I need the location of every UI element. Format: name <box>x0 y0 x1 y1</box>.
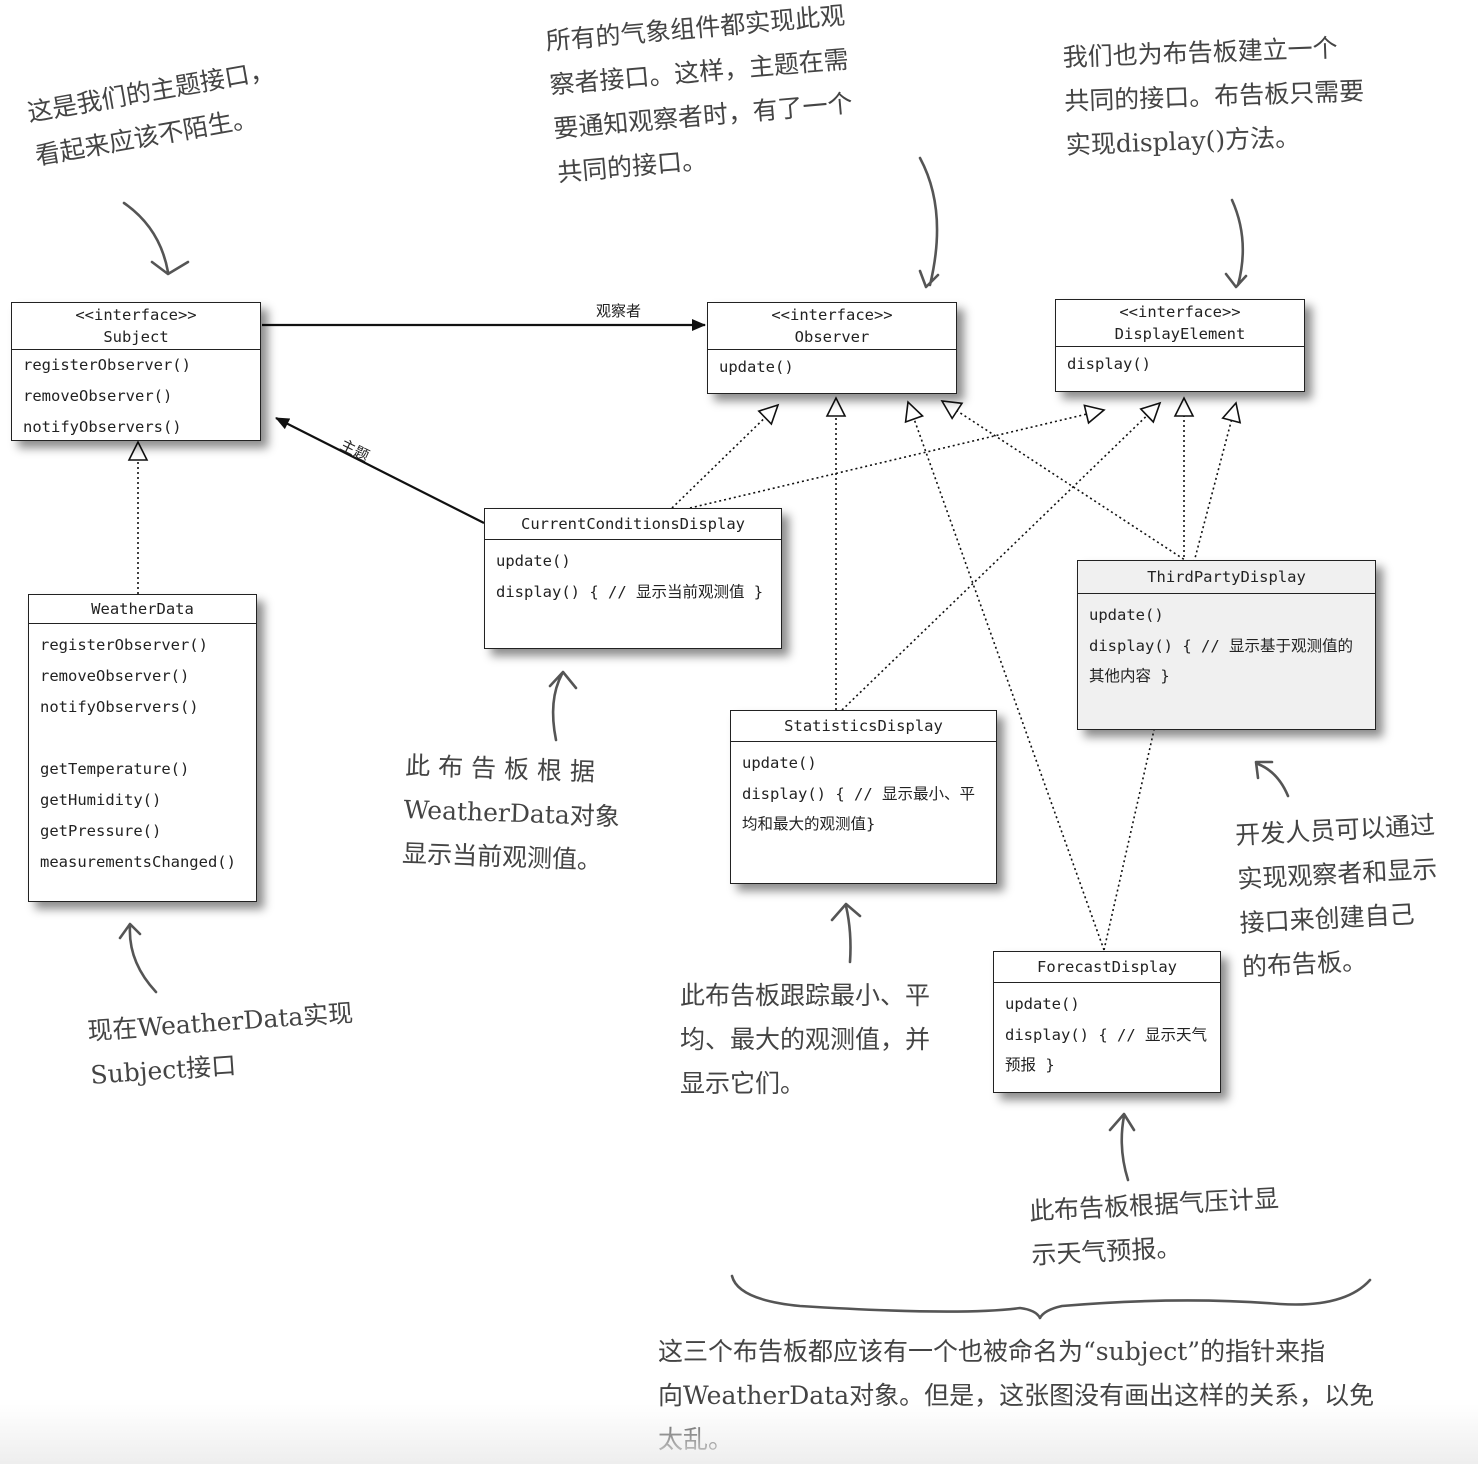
operation: update() <box>1005 995 1080 1013</box>
statistics-header: StatisticsDisplay <box>731 711 996 742</box>
pointer-arrow-subject <box>122 201 190 276</box>
operation: registerObserver() <box>40 636 208 654</box>
statistics-class-box: StatisticsDisplay update() display() { /… <box>730 710 997 884</box>
pointer-arrow-statistics <box>830 902 862 964</box>
forecast-header: ForecastDisplay <box>994 952 1220 983</box>
class-name: Subject <box>103 328 169 346</box>
currentconditions-class-box: CurrentConditionsDisplay update() displa… <box>484 508 782 649</box>
note-thirdparty: 开发人员可以通过 实现观察者和显示 接口来创建自己 的布告板。 <box>1234 804 1443 990</box>
operation: getTemperature() <box>40 760 190 778</box>
note-weatherdata: 现在WeatherData实现 Subject接口 <box>86 991 358 1097</box>
pointer-arrow-weatherdata <box>118 922 158 994</box>
class-name: ForecastDisplay <box>1037 958 1177 976</box>
displayelement-header: <<interface>> DisplayElement <box>1056 300 1304 347</box>
observers-edge-label: 观察者 <box>596 302 642 320</box>
thirdparty-realizes-observer <box>940 400 1189 563</box>
note-current: 此 布 告 板 根 据 WeatherData对象 显示当前观测值。 <box>401 744 622 883</box>
current-realizes-displayelement <box>689 404 1106 509</box>
note-line: 这三个布告板都应该有一个也被命名为“subject”的指针来指 <box>658 1337 1326 1366</box>
stereotype-label: <<interface>> <box>75 306 197 324</box>
operation: removeObserver() <box>23 387 173 405</box>
subject-association-arrow <box>275 417 485 524</box>
note-bottom: 这三个布告板都应该有一个也被命名为“subject”的指针来指 向Weather… <box>658 1330 1374 1462</box>
thirdparty-header: ThirdPartyDisplay <box>1078 561 1375 594</box>
class-name: WeatherData <box>91 600 194 618</box>
observer-interface-box: <<interface>> Observer update() <box>707 302 957 394</box>
operation: update() <box>742 754 817 772</box>
note-line: WeatherData对象 <box>403 794 621 832</box>
note-statistics: 此布告板跟踪最小、平 均、最大的观测值，并 显示它们。 <box>680 974 930 1106</box>
operation: display() { // 显示基于观测值的其他内容 } <box>1089 637 1353 685</box>
note-line: 显示它们。 <box>680 1069 806 1098</box>
weatherdata-header: WeatherData <box>29 595 256 624</box>
pointer-arrow-observer <box>918 156 940 289</box>
pointer-arrow-display <box>1224 198 1248 289</box>
pointer-arrow-current <box>548 670 578 742</box>
operation: getHumidity() <box>40 791 162 809</box>
pointer-arrow-thirdparty <box>1254 760 1290 798</box>
thirdparty-class-box: ThirdPartyDisplay update() display() { /… <box>1077 560 1376 730</box>
note-line: 向WeatherData对象。但是，这张图没有画出这样的关系，以免 <box>658 1381 1375 1410</box>
thirdparty-realizes-displayelement-b <box>1193 401 1242 563</box>
class-name: CurrentConditionsDisplay <box>521 515 745 533</box>
subject-header: <<interface>> Subject <box>12 303 260 350</box>
note-forecast: 此布告板根据气压计显 示天气预报。 <box>1028 1177 1282 1278</box>
operation: notifyObservers() <box>40 698 199 716</box>
curly-brace <box>730 1274 1372 1320</box>
operation: notifyObservers() <box>23 418 182 436</box>
operation: measurementsChanged() <box>40 853 236 871</box>
note-observer: 所有的气象组件都实现此观 察者接口。这样，主题在需 要通知观察者时，有了一个 共… <box>544 0 858 195</box>
class-name: ThirdPartyDisplay <box>1147 568 1306 586</box>
class-name: StatisticsDisplay <box>784 717 943 735</box>
currentconditions-header: CurrentConditionsDisplay <box>485 509 781 540</box>
operation: display() { // 显示当前观测值 } <box>496 583 764 601</box>
current-realizes-observer <box>671 403 780 509</box>
note-display: 我们也为布告板建立一个 共同的接口。布告板只需要 实现display()方法。 <box>1062 26 1366 168</box>
class-name: Observer <box>794 328 870 346</box>
operation: update() <box>1089 606 1164 624</box>
operation: display() { // 显示天气预报 } <box>1005 1026 1207 1074</box>
displayelement-interface-box: <<interface>> DisplayElement display() <box>1055 299 1305 392</box>
operation: update() <box>496 552 571 570</box>
forecast-realizes-observer <box>904 400 1105 951</box>
observer-header: <<interface>> Observer <box>708 303 956 350</box>
operation: getPressure() <box>40 822 162 840</box>
class-name: DisplayElement <box>1114 325 1246 343</box>
note-line: 太乱。 <box>658 1425 734 1454</box>
note-line: 此 布 告 板 根 据 <box>404 750 596 787</box>
operation: display() <box>1067 355 1151 373</box>
operation: update() <box>719 358 794 376</box>
stereotype-label: <<interface>> <box>1119 303 1241 321</box>
forecast-to-thirdparty <box>1103 729 1155 951</box>
note-line: 均、最大的观测值，并 <box>680 1025 931 1054</box>
operation: display() { // 显示最小、平均和最大的观测值} <box>742 785 975 833</box>
operation: removeObserver() <box>40 667 190 685</box>
stereotype-label: <<interface>> <box>771 306 893 324</box>
weatherdata-class-box: WeatherData registerObserver() removeObs… <box>28 594 257 902</box>
forecast-class-box: ForecastDisplay update() display() { // … <box>993 951 1221 1093</box>
note-line: 显示当前观测值。 <box>401 838 603 875</box>
pointer-arrow-forecast <box>1108 1112 1136 1182</box>
statistics-realizes-displayelement <box>841 401 1162 711</box>
note-line: 此布告板跟踪最小、平 <box>680 981 931 1010</box>
operation: registerObserver() <box>23 356 191 374</box>
subject-interface-box: <<interface>> Subject registerObserver()… <box>11 302 261 441</box>
